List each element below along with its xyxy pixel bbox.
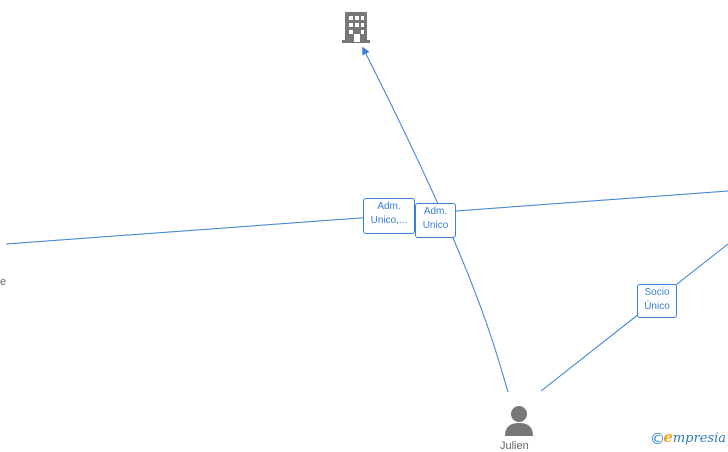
edge-label-line1: Socio [644, 287, 670, 298]
edge-label-line2: Único [644, 301, 670, 312]
logo-initial: e [663, 428, 673, 446]
logo-text: mpresia [672, 431, 726, 446]
edge-label-socio-unico[interactable]: Socio Único [637, 284, 677, 318]
edge-label-line1: Adm. [377, 201, 401, 212]
person-name-label[interactable]: Julien [500, 440, 529, 452]
copyright-icon: © [650, 430, 665, 448]
edge-person-right [540, 243, 728, 392]
edge-label-line1: Adm. [423, 206, 448, 217]
edge-label-line2: Unico [422, 220, 449, 231]
left-node-partial-label[interactable]: e [0, 276, 7, 288]
edge-person-building [362, 46, 509, 393]
edge-label-adm-unico-1[interactable]: Adm. Unico,... [363, 198, 415, 234]
empresia-logo: empresia [663, 428, 726, 446]
person-icon[interactable] [504, 404, 534, 436]
edge-label-adm-unico-2[interactable]: Adm. Unico [415, 203, 456, 238]
edge-label-line2: Unico,... [370, 215, 408, 226]
building-icon[interactable] [341, 10, 373, 44]
